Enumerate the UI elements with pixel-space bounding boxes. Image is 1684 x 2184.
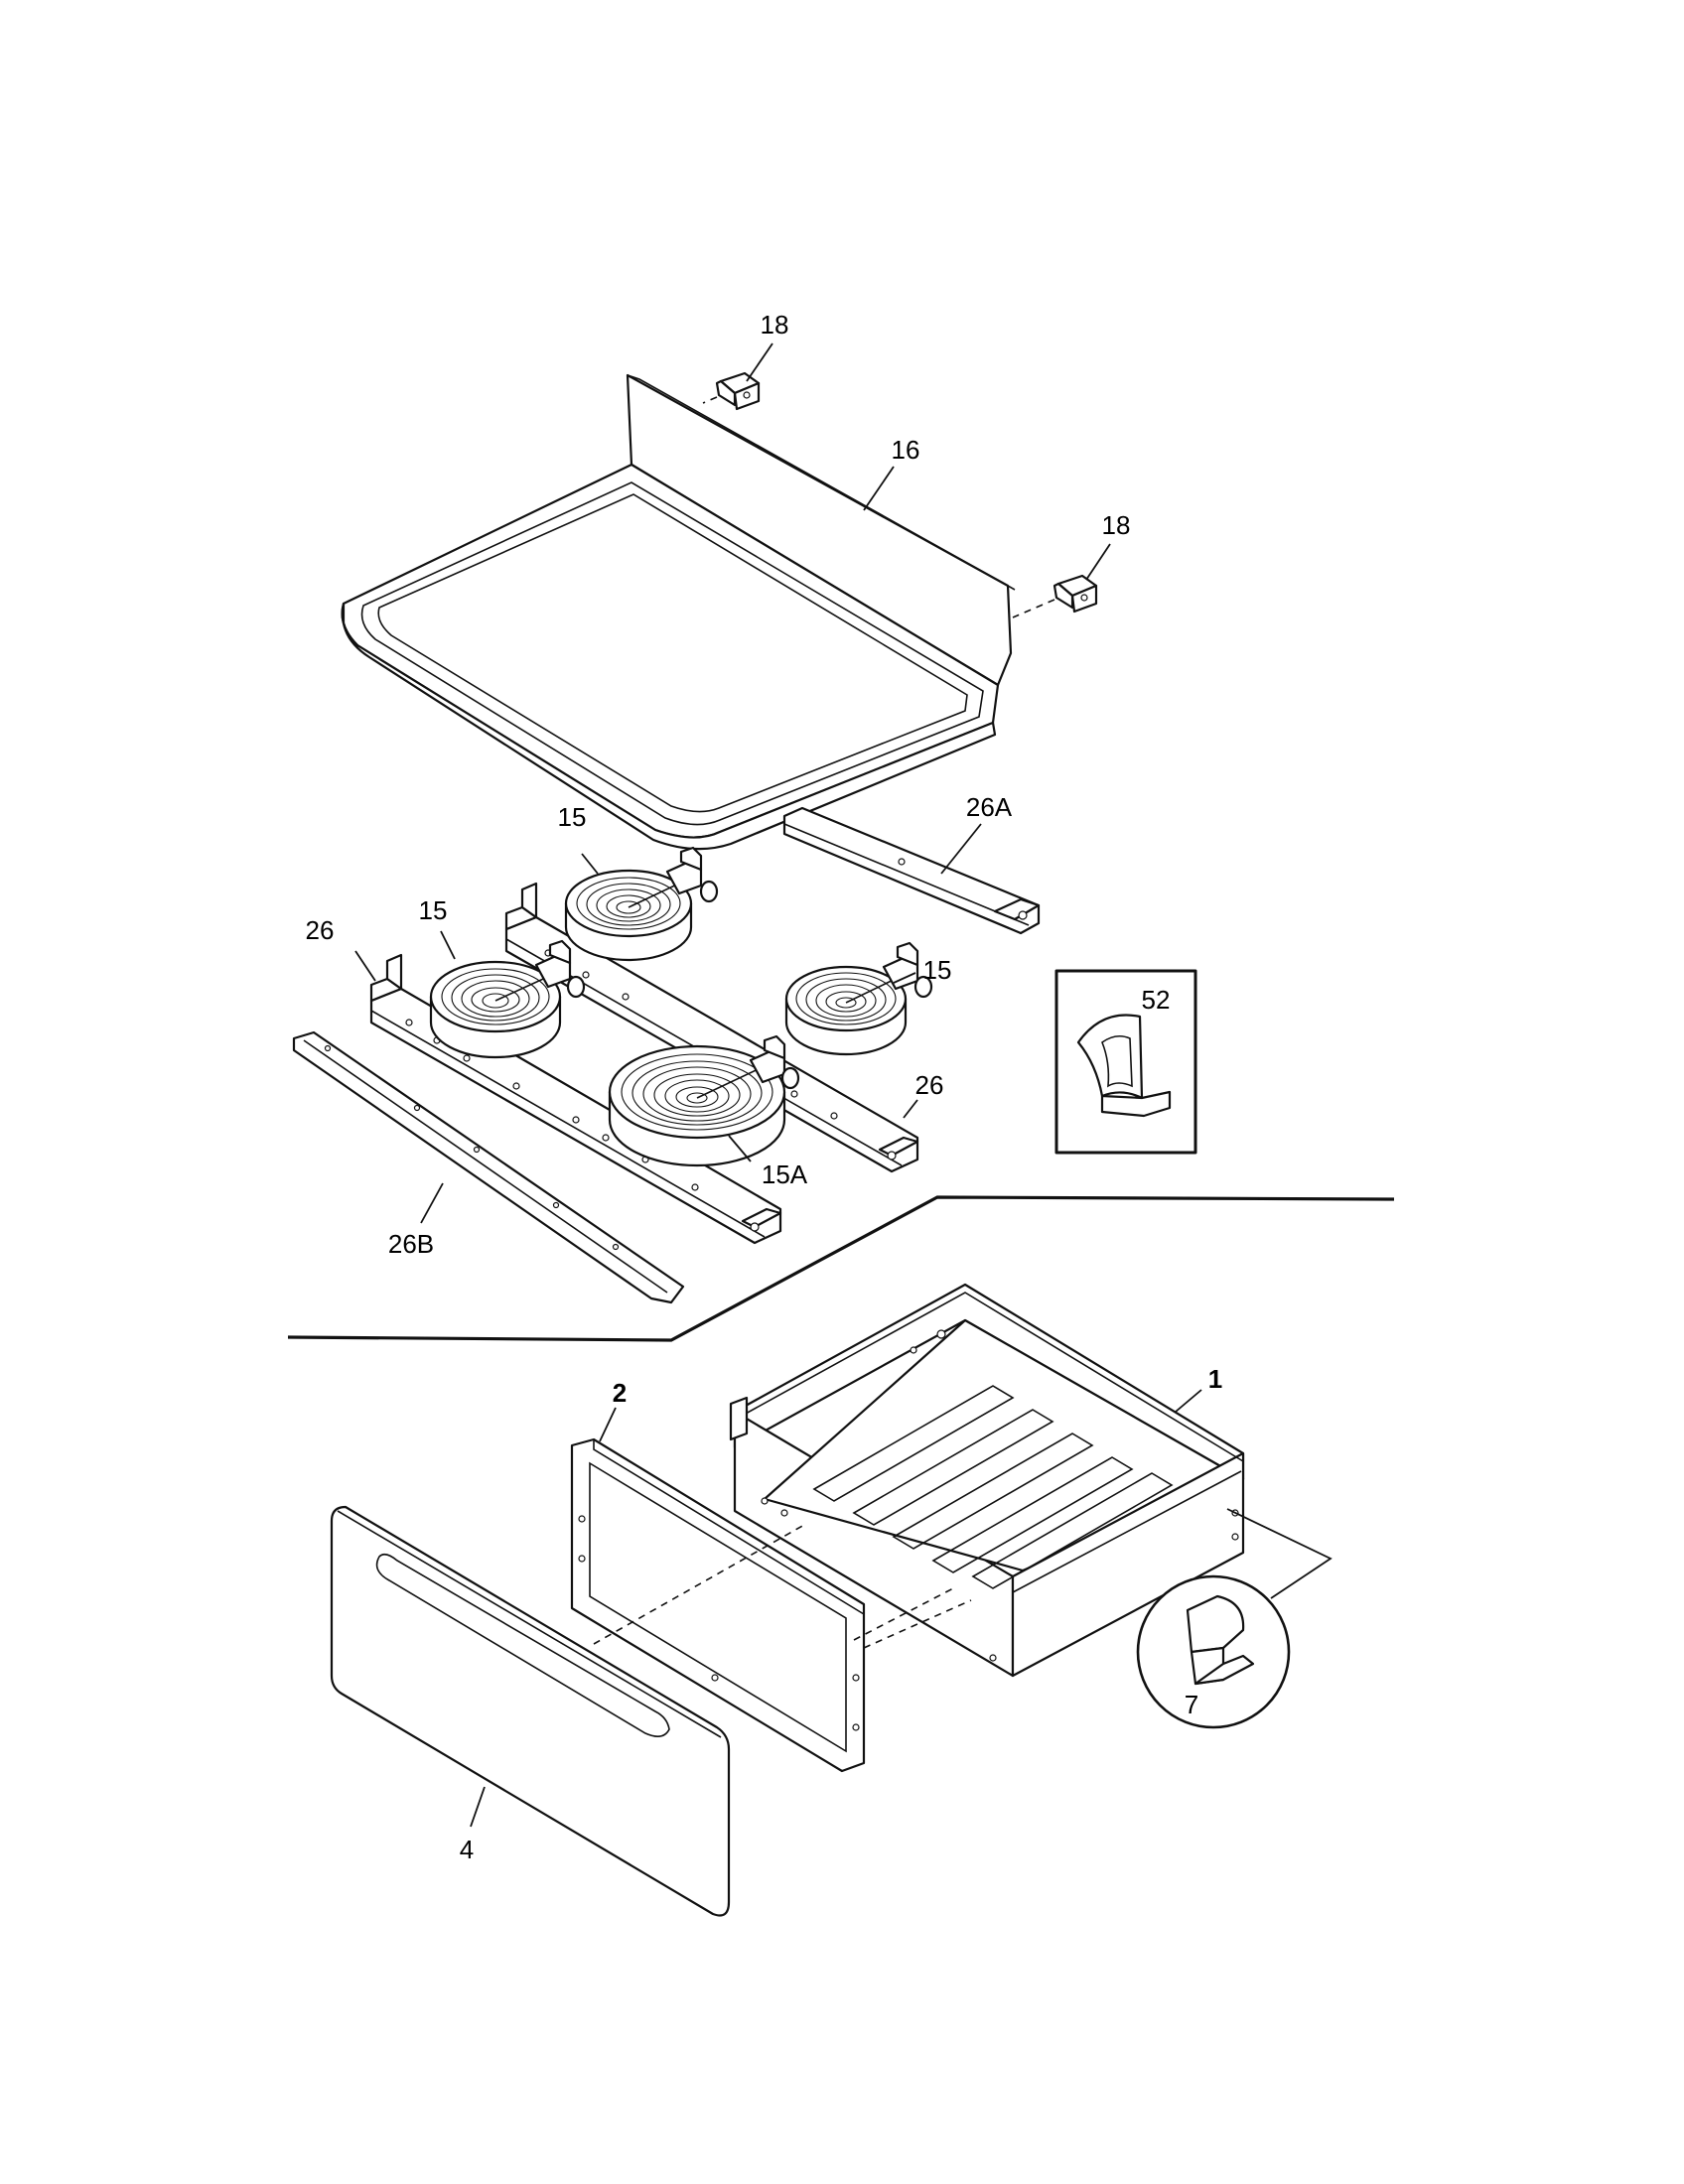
callout-52: 52 [1142,985,1171,1015]
callout-18-left: 18 [761,310,789,340]
drawer-front-part-4[interactable] [330,1505,731,1917]
callout-7: 7 [1185,1690,1198,1719]
cooktop-part-16[interactable] [341,373,1016,851]
callout-4: 4 [460,1835,474,1864]
callout-26a: 26A [966,792,1013,822]
front-rail-part-26b[interactable] [292,1030,685,1304]
callout-1: 1 [1208,1364,1222,1394]
callout-16: 16 [892,435,920,465]
callout-18-right: 18 [1102,510,1131,540]
element-left-part-15[interactable] [429,939,586,1059]
drawer-roller-part-7[interactable] [1136,1508,1333,1729]
element-large-part-15a[interactable] [608,1034,800,1167]
drawer-liner-part-2[interactable] [570,1437,866,1773]
top-bracket-right-part-18[interactable] [1012,574,1098,618]
callout-15-right: 15 [923,955,952,985]
rear-rail-part-26a[interactable] [782,806,1041,935]
callout-26-right: 26 [915,1070,944,1100]
callout-2: 2 [613,1378,627,1408]
drawer-body-part-1[interactable] [729,1283,1245,1678]
callout-15a: 15A [762,1160,808,1189]
element-rear-center-part-15[interactable] [564,846,719,962]
top-bracket-left-part-18[interactable] [702,371,761,411]
knob-insert-part-52[interactable] [1054,969,1197,1155]
callout-15-left: 15 [419,895,448,925]
callout-leader-lines [354,342,1202,1828]
callout-26-left: 26 [306,915,335,945]
element-right-part-15[interactable] [784,941,933,1056]
callout-labels: 18 16 18 26A 15 15 26 15 26 15A 26B 52 1… [306,310,1223,1864]
callout-26b: 26B [388,1229,434,1259]
section-divider-line [287,1195,1395,1342]
assembly-guide-lines [593,1524,972,1649]
callout-15-rear: 15 [558,802,587,832]
